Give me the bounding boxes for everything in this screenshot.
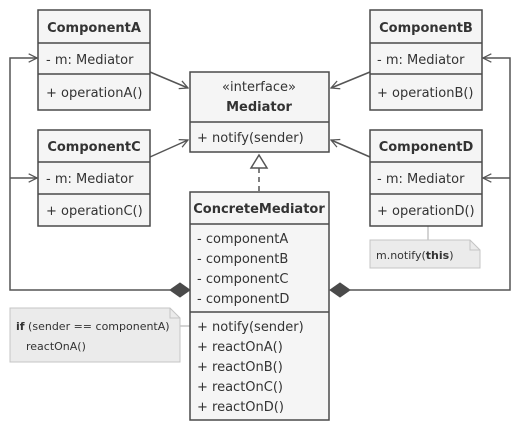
component-a-field: - m: Mediator <box>46 53 134 68</box>
mediator-interface-class: «interface» Mediator + notify(sender) <box>189 71 330 153</box>
realization-triangle <box>249 153 269 169</box>
component-b-field: - m: Mediator <box>377 53 465 68</box>
composition-right-to-b <box>350 58 511 291</box>
connections <box>9 58 511 327</box>
concrete-field-b: - componentB <box>197 252 288 267</box>
concrete-field-a: - componentA <box>197 232 288 247</box>
note-notify-text: m.notify(this) <box>376 249 453 262</box>
composition-diamond-right <box>329 282 351 298</box>
concrete-method-notify: + notify(sender) <box>197 320 304 335</box>
component-b-name: ComponentB <box>379 21 473 36</box>
component-c-name: ComponentC <box>47 140 140 155</box>
component-d-class: ComponentD - m: Mediator + operationD() <box>369 129 483 227</box>
mediator-name: Mediator <box>226 100 292 115</box>
component-d-method: + operationD() <box>377 204 475 219</box>
component-c-method: + operationC() <box>46 204 143 219</box>
concrete-method-react-b: + reactOnB() <box>197 360 283 375</box>
concrete-field-c: - componentC <box>197 272 288 287</box>
concrete-mediator-class: ConcreteMediator - componentA - componen… <box>189 191 330 421</box>
concrete-mediator-name: ConcreteMediator <box>193 202 325 217</box>
component-a-class: ComponentA - m: Mediator + operationA() <box>37 9 151 111</box>
note-if-condition: if (sender == componentA) <box>16 320 170 333</box>
component-d-name: ComponentD <box>379 140 474 155</box>
mediator-method: + notify(sender) <box>197 131 304 146</box>
composition-diamond-left <box>169 282 191 298</box>
component-a-method: + operationA() <box>46 86 142 101</box>
component-a-name: ComponentA <box>47 21 141 36</box>
concrete-method-react-c: + reactOnC() <box>197 380 283 395</box>
arrow-c-to-mediator <box>149 140 188 158</box>
component-b-class: ComponentB - m: Mediator + operationB() <box>369 9 483 111</box>
component-d-field: - m: Mediator <box>377 172 465 187</box>
note-if: if (sender == componentA) reactOnA() <box>9 307 181 363</box>
component-c-class: ComponentC - m: Mediator + operationC() <box>37 129 151 227</box>
concrete-method-react-d: + reactOnD() <box>197 400 284 415</box>
mediator-stereotype: «interface» <box>222 80 296 95</box>
arrow-b-to-mediator <box>331 71 371 88</box>
note-notify: m.notify(this) <box>369 239 481 269</box>
component-b-method: + operationB() <box>377 86 474 101</box>
concrete-method-react-a: + reactOnA() <box>197 340 283 355</box>
arrow-d-to-mediator <box>331 140 371 158</box>
component-c-field: - m: Mediator <box>46 172 134 187</box>
concrete-field-d: - componentD <box>197 292 289 307</box>
arrow-a-to-mediator <box>149 71 188 88</box>
composition-left-to-a <box>9 58 170 291</box>
note-if-body: reactOnA() <box>26 340 86 353</box>
